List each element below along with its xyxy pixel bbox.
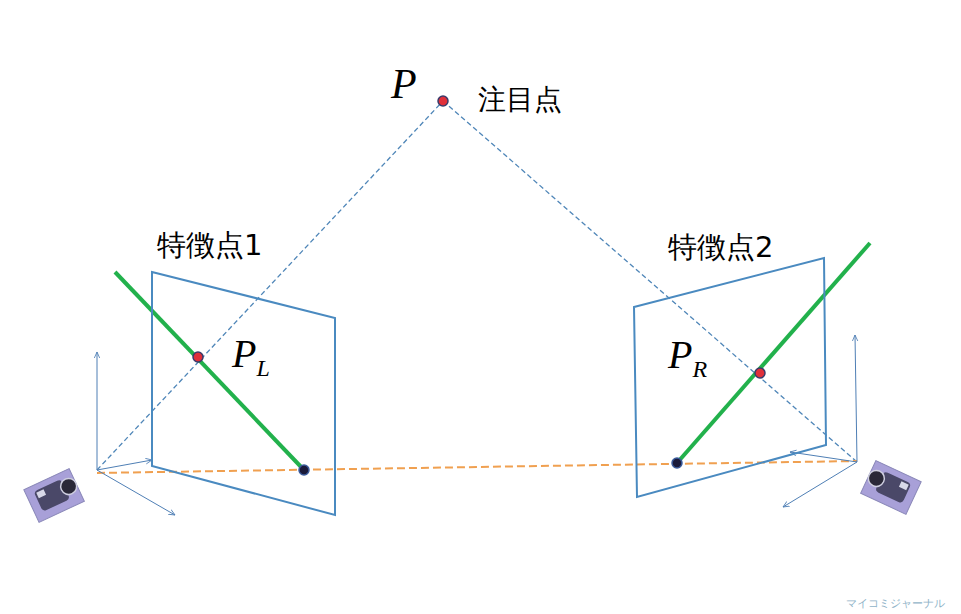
point-caption: 注目点 xyxy=(478,83,562,117)
axis-arrow xyxy=(97,460,152,470)
target-point xyxy=(438,96,448,106)
axis-arrow xyxy=(790,452,857,462)
axis-arrow xyxy=(855,335,857,462)
plane-outline xyxy=(634,258,826,497)
feature-point xyxy=(755,368,765,378)
feature-point xyxy=(193,352,203,362)
sight-line xyxy=(443,101,857,462)
point-label: PR xyxy=(668,335,707,381)
epipole xyxy=(672,458,682,468)
watermark: マイコミジャーナル xyxy=(846,597,945,610)
epipolar-line xyxy=(677,243,870,463)
plane-outline xyxy=(630,226,830,502)
camera-icon xyxy=(861,461,922,515)
image-plane: 特徴点1PL xyxy=(150,228,340,520)
axis-arrow xyxy=(783,462,857,507)
image-plane: 特徴点2PR xyxy=(630,226,830,502)
epipolar-line xyxy=(115,272,304,470)
sight-line xyxy=(97,101,443,470)
plane-outline xyxy=(152,272,335,515)
plane-heading: 特徴点1 xyxy=(157,228,262,263)
axis-arrow xyxy=(97,352,98,470)
plane-heading: 特徴点2 xyxy=(668,230,773,265)
point-name: P xyxy=(391,63,417,105)
epipole xyxy=(299,465,309,475)
axis-arrow xyxy=(97,470,175,515)
camera-icon xyxy=(24,469,85,523)
point-label: PL xyxy=(232,334,270,380)
